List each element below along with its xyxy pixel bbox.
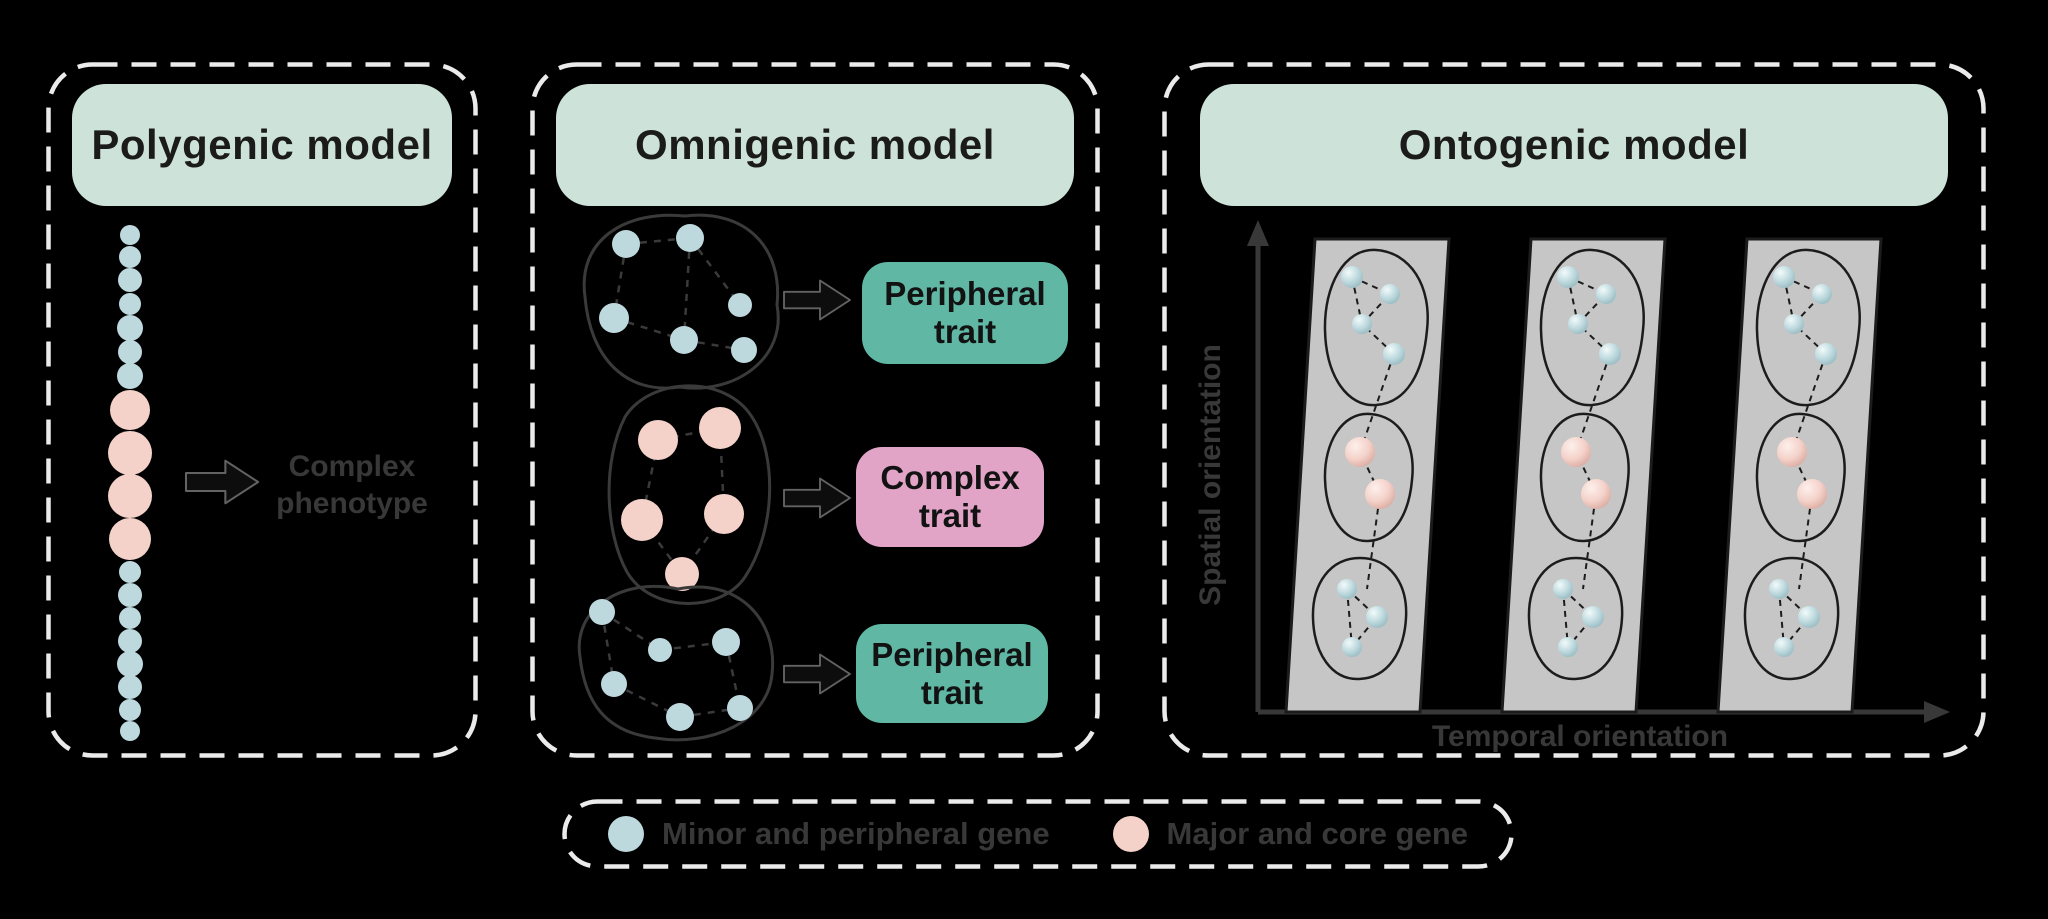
legend-label-major: Major and core gene [1166, 816, 1468, 851]
x-axis-label: Temporal orientation [1432, 720, 1728, 753]
y-axis [1247, 220, 1269, 712]
minor-gene-icon [608, 816, 644, 852]
trait-label: Complex trait [880, 459, 1020, 534]
developmental-plane-1 [1284, 237, 1451, 714]
minor-gene-dots-top [117, 225, 143, 389]
gene-legend: Minor and peripheral gene Major and core… [562, 799, 1514, 869]
x-axis-arrow-icon [1924, 701, 1950, 723]
arrow-right-icon [184, 459, 260, 505]
minor-gene-dots [599, 224, 757, 363]
polygenic-gene-chain [108, 225, 152, 741]
trait-label: Peripheral trait [871, 635, 1033, 711]
major-gene-icon [1112, 816, 1149, 852]
omnigenic-diagram [577, 213, 851, 742]
trait-label: Peripheral trait [884, 275, 1046, 350]
major-gene-dots [621, 407, 744, 591]
legend-item-major-gene: Major and core gene [1112, 816, 1468, 852]
polygenic-model-panel: Polygenic model [46, 62, 478, 758]
developmental-plane-2 [1500, 237, 1667, 714]
arrow-right-icon [783, 653, 851, 695]
gene-links [640, 426, 726, 575]
complex-phenotype-label: Complex phenotype [276, 450, 428, 520]
polygenic-diagram [108, 225, 260, 741]
cluster-outline [577, 584, 775, 742]
legend-label-minor: Minor and peripheral gene [662, 816, 1050, 851]
arrow-right-icon [783, 279, 851, 321]
peripheral-trait-box-top: Peripheral trait [862, 262, 1068, 364]
polygenic-model-title: Polygenic model [72, 84, 452, 206]
omnigenic-model-panel: Omnigenic model [530, 62, 1100, 758]
gene-links [600, 610, 742, 719]
ontogenic-model-panel: Ontogenic model [1162, 62, 1986, 758]
peripheral-trait-box-bottom: Peripheral trait [856, 624, 1048, 723]
peripheral-gene-cluster-top [582, 213, 780, 390]
cluster-outline [607, 384, 772, 605]
major-gene-dots [108, 390, 152, 560]
minor-gene-dots-bottom [117, 561, 143, 741]
core-gene-cluster [607, 384, 772, 605]
y-axis-arrow-icon [1247, 220, 1269, 246]
developmental-plane-3 [1716, 237, 1883, 714]
complex-trait-box: Complex trait [856, 447, 1044, 547]
peripheral-gene-cluster-bottom [577, 584, 775, 742]
legend-item-minor-gene: Minor and peripheral gene [608, 816, 1050, 852]
ontogenic-diagram: Spatial orientation Temporal orientation [1194, 220, 1950, 753]
y-axis-label: Spatial orientation [1194, 344, 1227, 606]
cluster-outline [582, 213, 780, 390]
gene-links [612, 236, 745, 352]
omnigenic-model-title: Omnigenic model [556, 84, 1074, 206]
arrow-right-icon [783, 477, 851, 519]
minor-gene-dots [589, 599, 753, 731]
ontogenic-model-title: Ontogenic model [1200, 84, 1948, 206]
